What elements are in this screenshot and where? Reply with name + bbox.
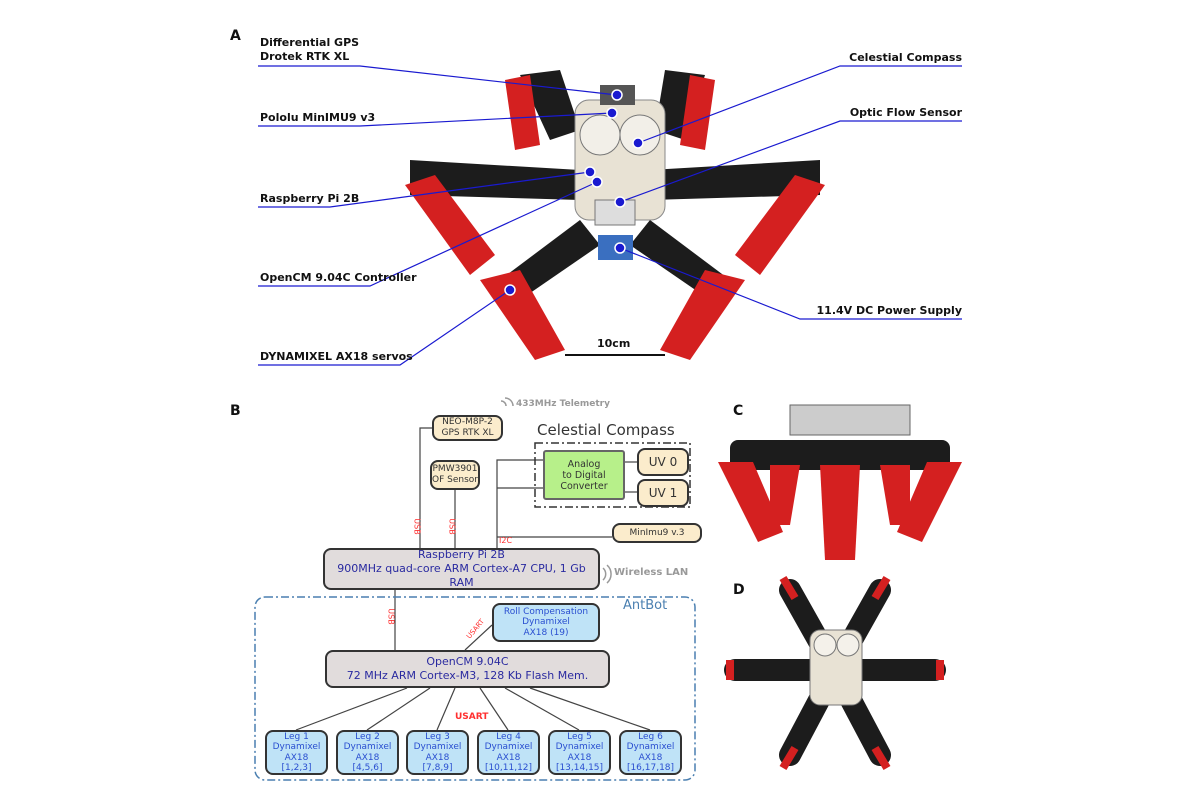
compass-group <box>534 442 691 508</box>
panel-label-b: B <box>230 403 241 419</box>
imu-box: MinImu9 v.3 <box>612 523 702 543</box>
panel-label-c: C <box>733 403 744 419</box>
leader-lines <box>258 65 962 366</box>
wireless-label: Wireless LAN <box>614 567 689 578</box>
panel-label-a: A <box>230 28 241 44</box>
telemetry-icon <box>500 397 514 407</box>
label-opencm: OpenCM 9.04C Controller <box>260 271 417 284</box>
label-servos: DYNAMIXEL AX18 servos <box>260 350 413 363</box>
robot-side-view <box>718 404 962 560</box>
telemetry-label: 433MHz Telemetry <box>516 399 610 409</box>
robot-a <box>405 70 825 360</box>
panel-label-d: D <box>733 582 745 598</box>
antbot-group <box>254 596 696 781</box>
bus-i2c: I2C <box>499 536 513 545</box>
robot-top-view <box>724 575 946 771</box>
uv1-box: UV 1 <box>637 479 689 507</box>
uv0-box: UV 0 <box>637 448 689 476</box>
bus-usart: USART <box>455 712 489 722</box>
label-imu: Pololu MinIMU9 v3 <box>260 111 376 124</box>
label-optic-flow: Optic Flow Sensor <box>849 106 962 119</box>
compass-title: Celestial Compass <box>537 421 675 439</box>
label-rpi: Raspberry Pi 2B <box>260 192 360 205</box>
label-compass: Celestial Compass <box>849 51 962 64</box>
antbot-label: AntBot <box>623 598 668 613</box>
wireless-icon <box>602 564 612 584</box>
scale-bar-label: 10cm <box>597 337 631 350</box>
label-power: 11.4V DC Power Supply <box>816 304 962 317</box>
